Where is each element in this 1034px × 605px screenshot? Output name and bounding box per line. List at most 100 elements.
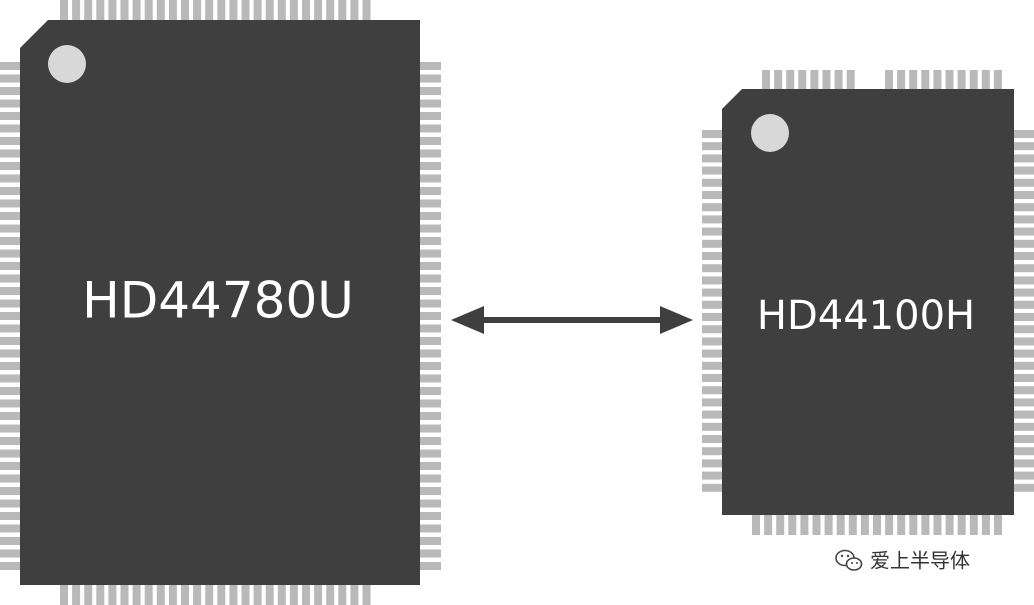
chip-pin [885,70,893,90]
watermark: 爱上半导体 [835,549,970,573]
chip-pin [419,124,441,133]
chip-pin [241,584,250,605]
chip-hd44780u-left-pins [0,62,21,570]
chip-pin [0,437,21,445]
chip-pin [1013,374,1034,382]
chip-pin [1013,276,1034,285]
chip-pin [84,584,93,605]
chip-pin [96,584,105,605]
chip-pin [1013,483,1034,492]
chip-pin [289,584,298,605]
chip-pin [0,62,21,70]
chip-pin [419,349,441,358]
chip-hd44100h-bottom-pins [752,514,1002,535]
chip-pin [1013,288,1034,297]
chip-pin [702,130,723,138]
chip-pin [277,584,286,605]
chip-pin [72,584,81,605]
chip-pin [419,287,441,295]
chip-pin [1013,252,1034,260]
chip-pin [909,70,918,90]
chip-pin [0,249,21,258]
chip-pin [0,112,21,120]
chip-pin [419,387,441,395]
chip-pin [702,435,723,443]
chip-pin [822,70,831,90]
chip-hd44100h-body [722,89,1014,515]
chip-pin [824,514,833,535]
chip-pin [0,324,21,333]
watermark-text: 爱上半导体 [870,549,970,573]
chip-pin [981,70,990,90]
bidirectional-arrow [451,306,693,334]
chip-pin [933,514,942,535]
chip-pin [193,584,202,605]
chip-pin [945,70,954,90]
chip-hd44780u: HD44780U [0,0,441,605]
chip-pin [702,288,723,297]
chip-pin [993,70,1002,90]
chip-pin [419,274,441,283]
chip-pin [702,325,723,334]
chip-pin [419,474,441,483]
chip-hd44100h-label: HD44100H [757,293,975,339]
chip-pin [132,584,141,605]
chip-pin [0,337,21,345]
chip-pin [419,462,441,470]
chip-pin [217,0,226,21]
chip-pin [0,362,21,370]
chip-pin [1013,447,1034,456]
chip-pin [702,178,723,187]
chip-pin [0,237,21,245]
chip-pin [0,149,21,158]
chip-pin [0,537,21,545]
chip-pin [60,584,68,605]
chip-pin [362,584,371,605]
chip-pin [702,398,723,407]
chip-pin [0,374,21,383]
chip-pin [362,0,371,21]
chip-pin [419,412,441,420]
chip-pin [419,299,441,308]
chip-pin [419,224,441,233]
chip-pin [419,137,441,145]
chip-pin [314,584,323,605]
chip-pin [419,62,441,70]
chip-pin [702,203,723,212]
chip-pin [338,0,347,21]
chip-pin [108,0,117,21]
chip-pin [702,313,723,321]
chip-pin [1013,264,1034,273]
chip-pin [0,74,21,83]
chip-pin [229,584,238,605]
chip-pin [419,174,441,183]
chip-pin [788,514,797,535]
chip-pin [229,0,238,21]
chip-pin [969,514,978,535]
chip-pin [419,374,441,383]
chip-pin [419,112,441,120]
chip-pin [419,537,441,545]
chip-pin [0,549,21,558]
chip-pin [702,459,723,468]
chip-pin [702,166,723,175]
chip-pin [810,70,819,90]
chip-pin [96,0,105,21]
chip-pin [419,187,441,195]
chip-pin [0,162,21,170]
chip-pin [0,449,21,458]
chip-pin [836,514,845,535]
chip-pin [289,0,298,21]
chip-pin [156,584,165,605]
chip-pin [957,70,966,90]
chip-pin [181,584,189,605]
chip-pin [885,514,894,535]
chip-pin [0,99,21,108]
chip-pin [909,514,918,535]
chip-pin [0,212,21,220]
chip-pin [1013,313,1034,321]
chip-pin [419,324,441,333]
chip-pin [1013,349,1034,358]
chip-pin [752,514,760,535]
chip-pin [1013,325,1034,334]
